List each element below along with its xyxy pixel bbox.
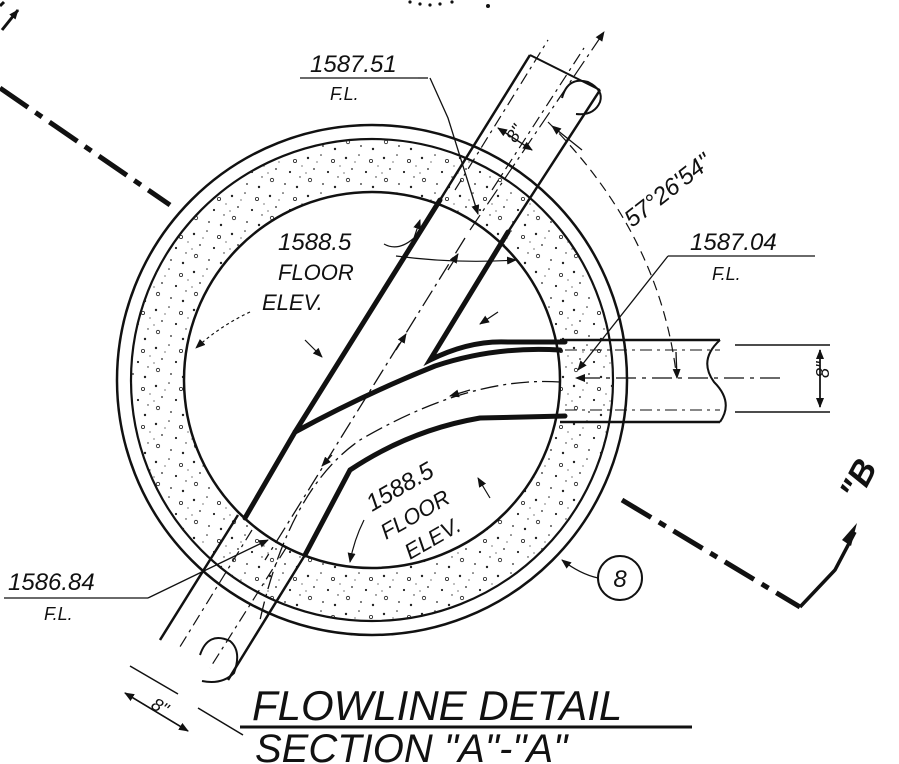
detail-number: 8 — [613, 566, 627, 593]
drawing-subtitle: SECTION "A"-"A" — [255, 727, 569, 764]
top-fl-value: 1587.51 — [310, 51, 397, 78]
pipe-size-bottom: 8" — [148, 694, 174, 720]
bottom-fl-value: 1586.84 — [8, 569, 95, 596]
right-fl-value: 1587.04 — [690, 229, 777, 256]
callout-top-fl: 1587.51 F.L. — [300, 51, 480, 215]
right-fl-note: F.L. — [712, 264, 741, 284]
pipe-size-right: 8" — [813, 360, 833, 378]
manhole-wall — [115, 123, 629, 637]
floor-upper-value: 1588.5 — [278, 229, 352, 256]
section-mark-b: "B — [832, 453, 885, 507]
inlet-pipe-top — [438, 31, 605, 233]
floor-elevation-lower: 1588.5 FLOOR ELEV. — [347, 457, 465, 564]
callout-right-fl: 1587.04 F.L. — [577, 229, 815, 371]
section-cut-line-lower-right — [620, 497, 857, 610]
inlet-pipe-right — [560, 338, 830, 424]
angle-label: 57°26'54" — [619, 147, 718, 232]
floor-upper-elev: ELEV. — [262, 290, 323, 315]
top-fl-note: F.L. — [330, 84, 359, 104]
top-marks — [408, 0, 490, 8]
floor-elevation-upper: 1588.5 FLOOR ELEV. — [195, 219, 517, 349]
outlet-pipe-bottom — [124, 514, 307, 736]
concrete-fill — [131, 139, 614, 621]
callout-bottom-fl: 1586.84 F.L. — [4, 539, 269, 624]
channel-walls — [242, 197, 568, 558]
drawing-title: FLOWLINE DETAIL — [252, 682, 622, 729]
angle-dimension — [497, 121, 681, 379]
floor-upper-label: FLOOR — [278, 260, 354, 285]
section-arrow-head — [842, 523, 857, 546]
bottom-fl-note: F.L. — [44, 604, 73, 624]
flow-lines — [259, 237, 561, 621]
pipe-size-top: 8" — [502, 120, 529, 146]
section-cut-line-upper-left — [0, 0, 172, 208]
title-block: FLOWLINE DETAIL SECTION "A"-"A" — [240, 682, 692, 764]
detail-bubble: 8 — [561, 555, 643, 601]
